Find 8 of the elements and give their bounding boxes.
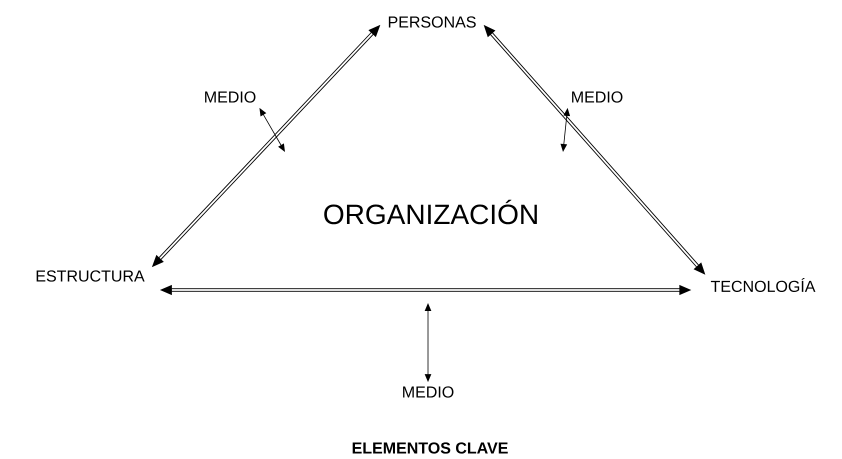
- center-label: ORGANIZACIÓN: [324, 200, 537, 224]
- element-label: TECNOLOGÍA: [710, 278, 816, 292]
- element-label: ESTRUCTURA: [36, 270, 145, 282]
- medio-label: MEDIO: [403, 386, 454, 398]
- element-label: PERSONAS: [388, 16, 476, 28]
- medio-label: MEDIO: [572, 91, 622, 103]
- medio-label: MEDIO: [205, 91, 256, 103]
- caption: ELEMENTOS CLAVE: [352, 442, 508, 454]
